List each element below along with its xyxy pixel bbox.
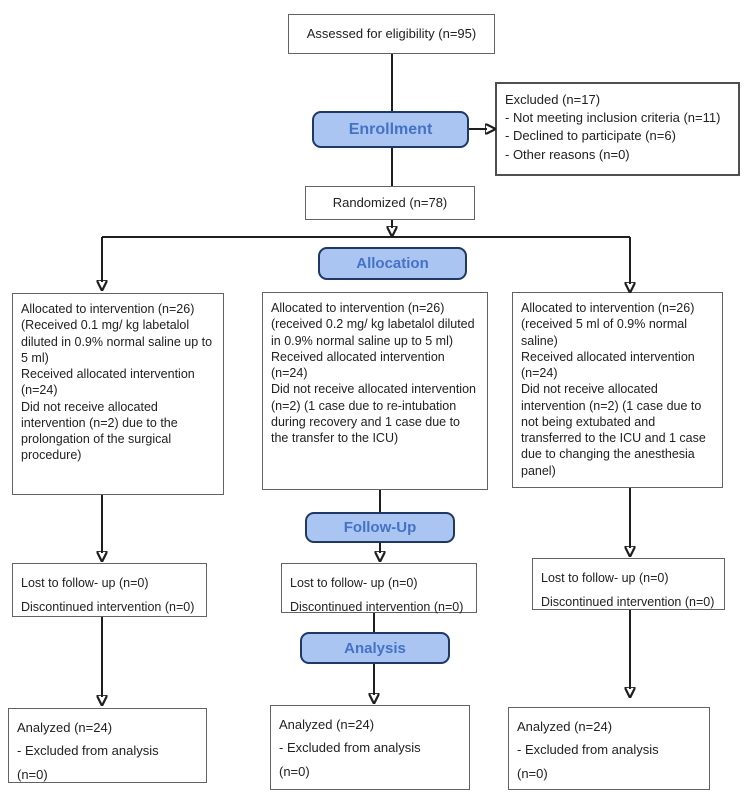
analysis-stage-pill: Analysis	[300, 632, 450, 664]
arm2-allocation-box: Allocated to intervention (n=26) (receiv…	[262, 292, 488, 490]
randomized-box: Randomized (n=78)	[305, 186, 475, 220]
arm1-followup-box: Lost to follow- up (n=0) Discontinued in…	[12, 563, 207, 617]
arm1-analysis-box: Analyzed (n=24) - Excluded from analysis…	[8, 708, 207, 783]
allocation-stage-pill: Allocation	[318, 247, 467, 280]
arm3-followup-box: Lost to follow- up (n=0) Discontinued in…	[532, 558, 725, 610]
followup-stage-pill: Follow-Up	[305, 512, 455, 543]
arm3-allocation-box: Allocated to intervention (n=26) (receiv…	[512, 292, 723, 488]
arm2-analysis-box: Analyzed (n=24) - Excluded from analysis…	[270, 705, 470, 790]
assessed-box: Assessed for eligibility (n=95)	[288, 14, 495, 54]
arm3-analysis-box: Analyzed (n=24) - Excluded from analysis…	[508, 707, 710, 790]
excluded-box: Excluded (n=17) - Not meeting inclusion …	[495, 82, 740, 176]
enrollment-stage-pill: Enrollment	[312, 111, 469, 148]
arm1-allocation-box: Allocated to intervention (n=26) (Receiv…	[12, 293, 224, 495]
arm2-followup-box: Lost to follow- up (n=0) Discontinued in…	[281, 563, 477, 614]
